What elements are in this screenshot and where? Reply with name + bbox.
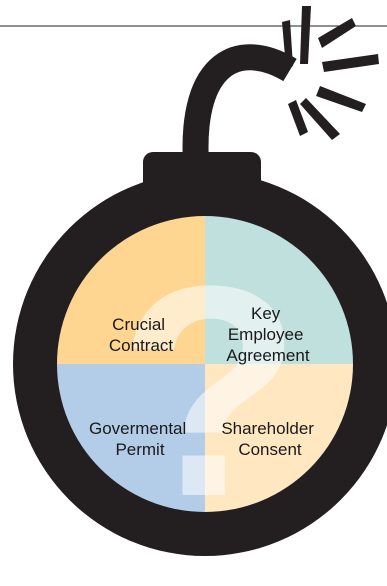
label-crucial-contract: Crucial Contract	[109, 315, 174, 355]
spark-ray	[322, 54, 379, 72]
spark-ray	[288, 100, 308, 136]
spark-ray	[300, 98, 340, 140]
label-shareholder-consent: Shareholder Consent	[221, 419, 318, 459]
spark-ray	[318, 18, 356, 48]
spark-ray	[316, 86, 366, 112]
label-key-employee-agreement: Key Employee Agreement	[226, 304, 309, 365]
label-govermental-permit: Govermental Permit	[89, 419, 191, 459]
spark-ray	[300, 6, 311, 64]
bomb-fuse	[182, 44, 297, 165]
question-mark-watermark: ?	[118, 223, 301, 559]
